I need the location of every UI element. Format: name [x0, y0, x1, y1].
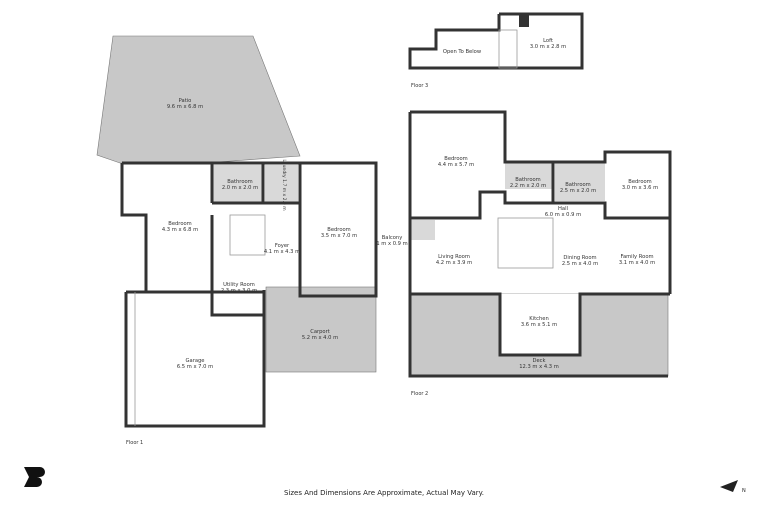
room-name: Bathroom — [227, 179, 252, 185]
room-name: Bedroom — [444, 156, 467, 162]
floor2-walls — [408, 110, 672, 378]
room-name: Living Room — [438, 254, 470, 260]
room-name: Laundry — [281, 159, 287, 178]
room-size: 6.0 m x 0.9 m — [545, 212, 581, 218]
compass-icon: N — [720, 480, 746, 494]
room-name: Foyer — [275, 243, 290, 249]
room-size: 2.3 m x 3.0 m — [221, 288, 257, 294]
room-size: 6.5 m x 7.0 m — [177, 364, 213, 370]
room-size: 3.6 m x 5.1 m — [521, 322, 557, 328]
room-size: 5.2 m x 4.0 m — [302, 335, 338, 341]
room-name: Bathroom — [565, 182, 590, 188]
room-size: 4.3 m x 6.8 m — [162, 227, 198, 233]
room-size: 4.2 m x 3.9 m — [436, 260, 472, 266]
room-name: Dining Room — [563, 255, 596, 261]
room-size: 3.1 m x 4.0 m — [619, 260, 655, 266]
room-size: 3.0 m x 2.8 m — [530, 44, 566, 50]
room-name: Loft — [543, 38, 553, 44]
room-size: 12.3 m x 4.3 m — [519, 364, 559, 370]
room-name: Bedroom — [628, 179, 651, 185]
room-size: 3.0 m x 3.6 m — [622, 185, 658, 191]
room-size: 1.7 m x 2.0 m — [281, 179, 287, 210]
room-name: Family Room — [620, 254, 653, 260]
room-name: Open To Below — [443, 49, 482, 55]
room-name: Bedroom — [168, 221, 191, 227]
bathroom-wet-area — [555, 163, 605, 201]
svg-text:Laundry 1.7 m x 2.0 m: Laundry 1.7 m x 2.0 m — [281, 159, 287, 210]
room-name: Bathroom — [515, 177, 540, 183]
room-size: 3.5 m x 7.0 m — [321, 233, 357, 239]
bathroom-wet-area — [505, 163, 552, 189]
floor-label: Floor 2 — [411, 391, 428, 397]
room-name: Bedroom — [327, 227, 350, 233]
room-name: Garage — [186, 358, 205, 364]
floor3-walls — [408, 12, 584, 70]
disclaimer-text: Sizes And Dimensions Are Approximate, Ac… — [283, 489, 485, 497]
room-size: 1 m x 0.9 m — [376, 241, 407, 247]
floor-label: Floor 1 — [126, 440, 143, 446]
laundry-wet-area — [265, 165, 298, 203]
room-name: Carport — [310, 329, 330, 335]
room-name: Patio — [179, 98, 192, 104]
floor1-walls — [120, 161, 378, 428]
room-size: 2.5 m x 2.0 m — [560, 188, 596, 194]
brand-logo — [24, 467, 45, 487]
room-name: Hall — [558, 206, 568, 212]
compass-label: N — [742, 488, 746, 494]
patio-area — [96, 35, 301, 164]
balcony-area — [411, 220, 435, 240]
room-size: 9.6 m x 6.8 m — [167, 104, 203, 110]
room-size: 2.2 m x 2.0 m — [510, 183, 546, 189]
room-size: 2.0 m x 2.0 m — [222, 185, 258, 191]
room-name: Balcony — [382, 235, 403, 241]
room-size: 4.1 m x 4.3 m — [264, 249, 300, 255]
room-name: Deck — [532, 358, 545, 364]
carport-area — [265, 286, 377, 373]
floor-label: Floor 3 — [411, 83, 428, 89]
bathroom-wet-area — [213, 165, 263, 203]
room-name: Utility Room — [223, 282, 255, 288]
room-size: 4.4 m x 5.7 m — [438, 162, 474, 168]
room-name: Kitchen — [529, 316, 549, 322]
room-size: 2.5 m x 4.0 m — [562, 261, 598, 267]
